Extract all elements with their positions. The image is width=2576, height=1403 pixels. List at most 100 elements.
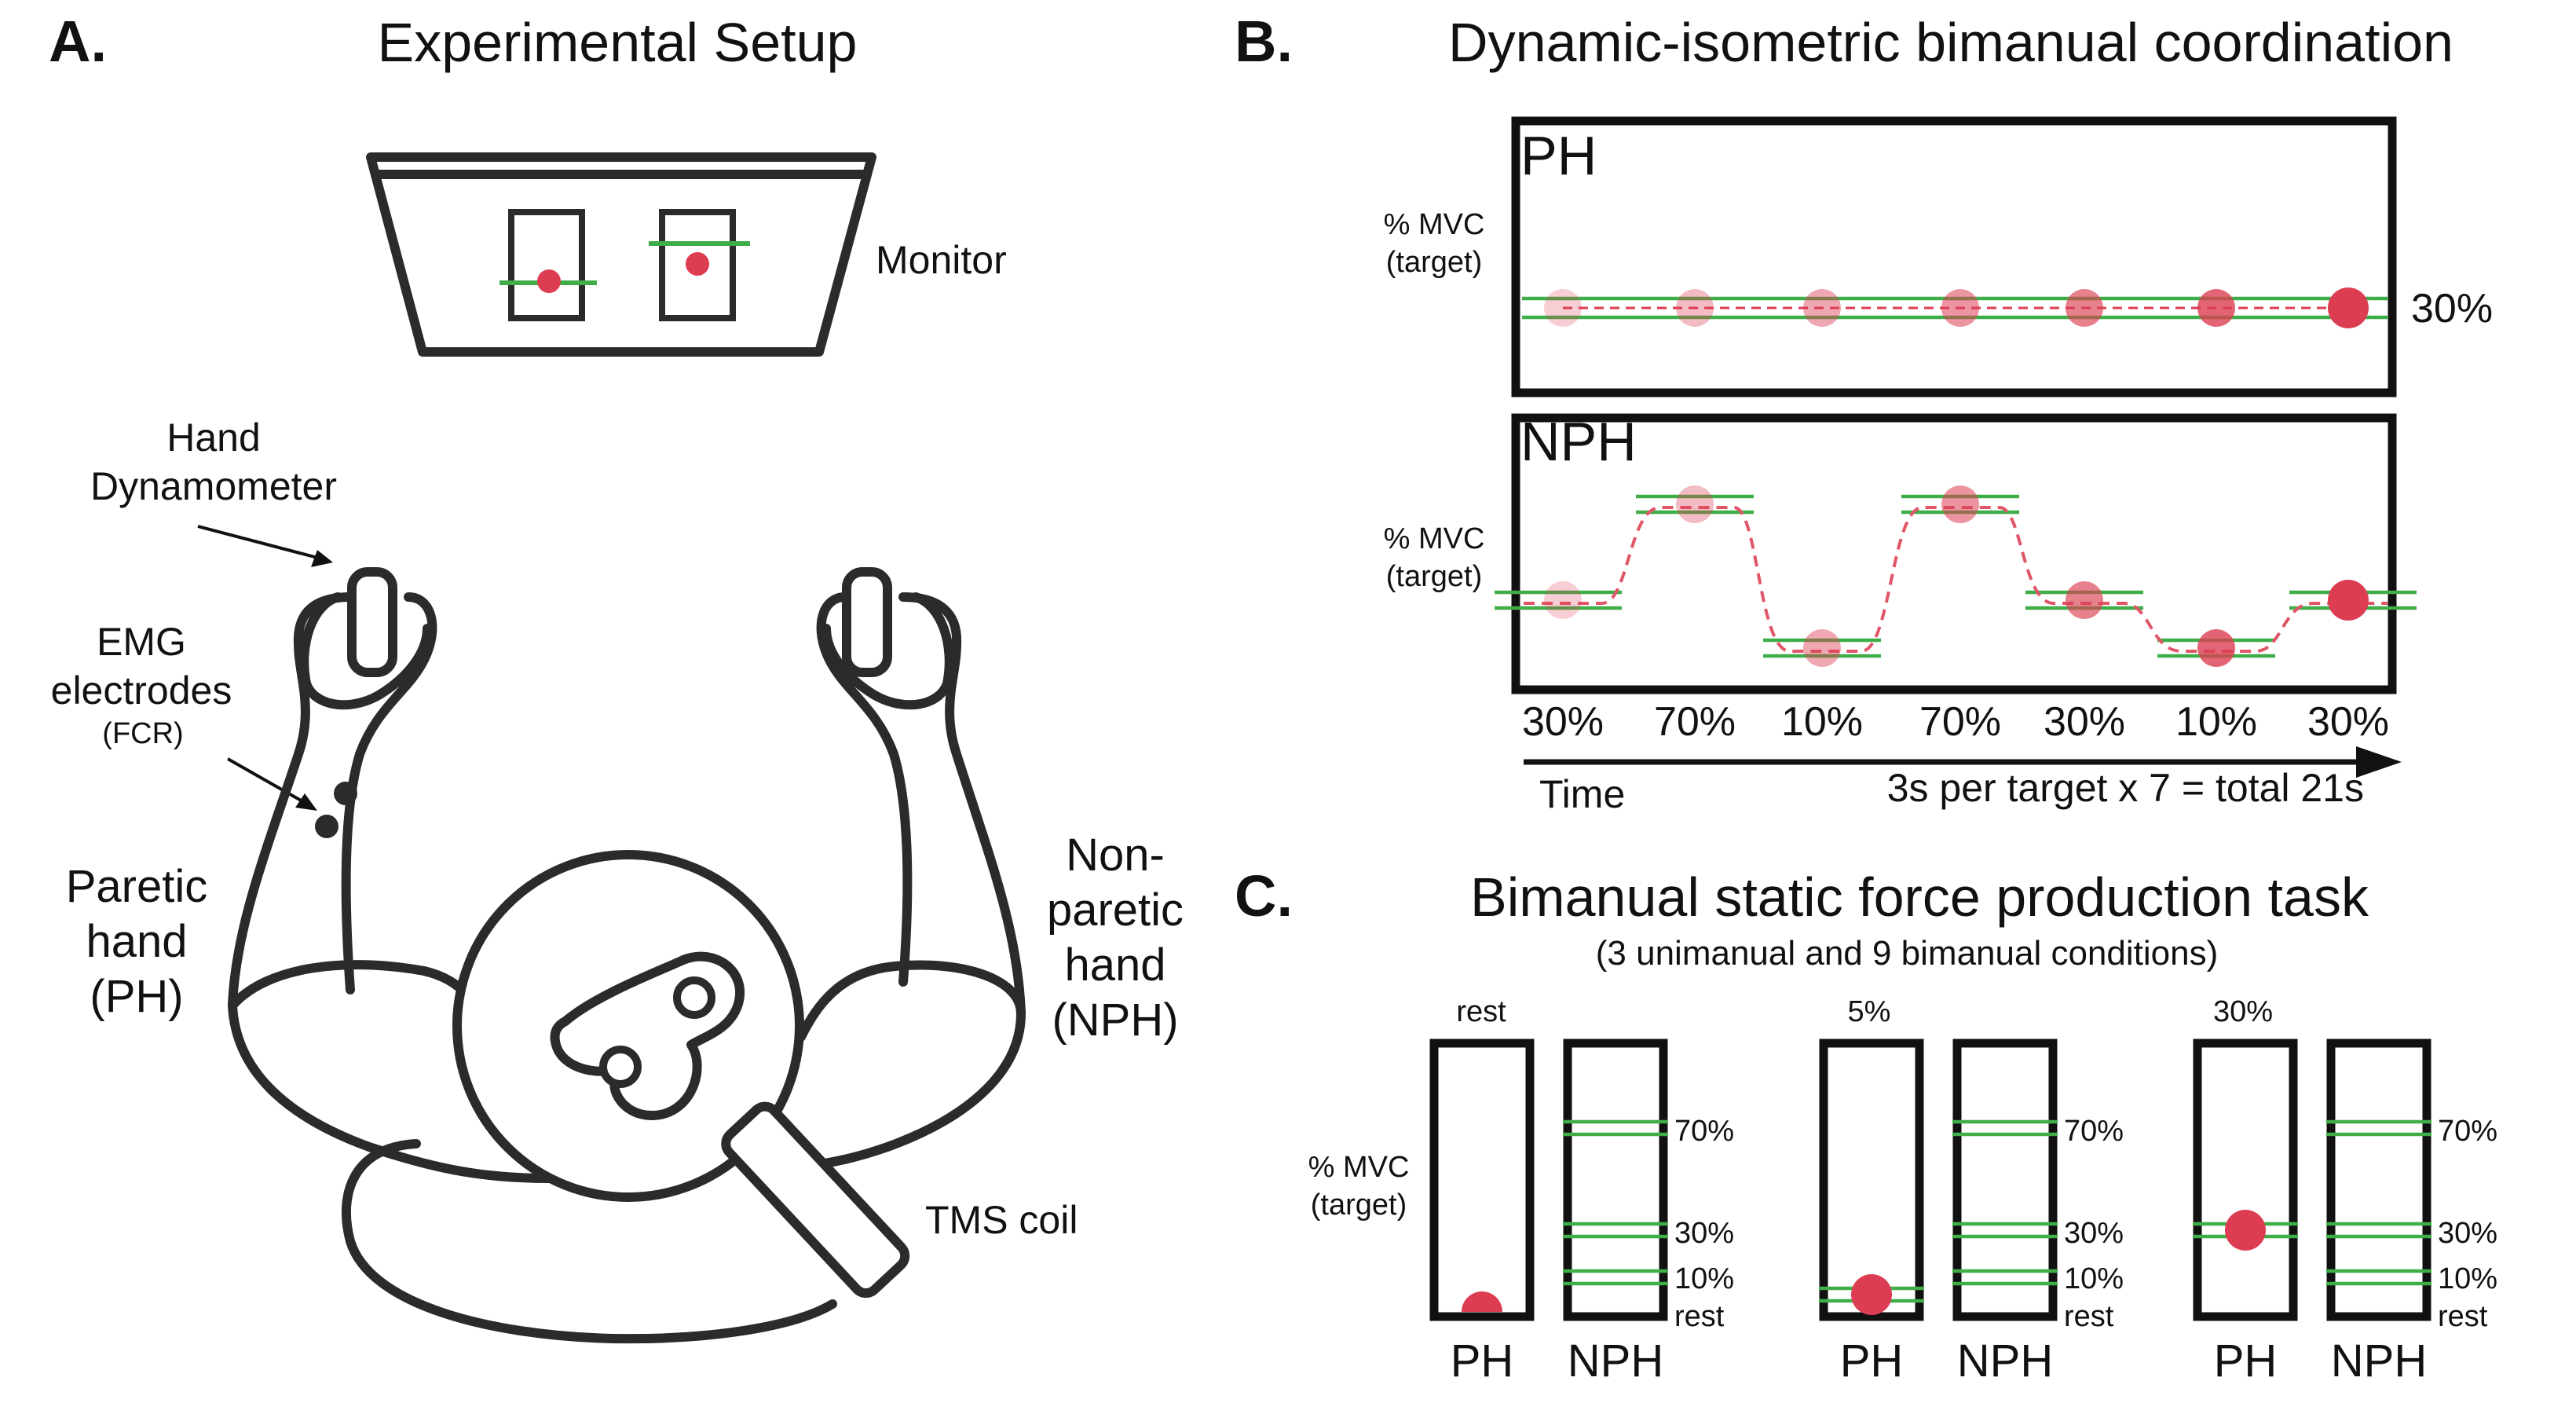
panel-a-letter: A. xyxy=(49,9,107,74)
monitor-nph-dot xyxy=(686,252,709,276)
nph-trace-ylabel-1: % MVC xyxy=(1384,522,1485,555)
panel-a-title: Experimental Setup xyxy=(378,12,858,73)
condition-1-nph-marks: 70% 30% 10% rest xyxy=(1563,1115,1734,1333)
condition-2-nph-marks: 70% 30% 10% rest xyxy=(1952,1115,2124,1333)
ph-trace-box xyxy=(1511,116,2397,397)
condition-1-ph-dot xyxy=(1462,1291,1502,1312)
ph-trace-marks xyxy=(1522,288,2388,328)
target-sequence-label-2: 70% xyxy=(1654,699,1736,745)
condition-3-nph-label: NPH xyxy=(2331,1335,2427,1387)
monitor-icon xyxy=(366,152,876,357)
panel-b-letter: B. xyxy=(1235,9,1293,74)
nph-trace-box xyxy=(1511,413,2397,694)
monitor-ph-bar xyxy=(508,209,585,321)
condition-2-nph-level-label-3: 10% xyxy=(2064,1262,2124,1295)
nph-label-line4: (NPH) xyxy=(1052,995,1178,1046)
panel-c: C. Bimanual static force production task… xyxy=(1235,863,2497,1387)
panel-c-ylabel-2: (target) xyxy=(1311,1189,1407,1222)
ph-label-line1: Paretic xyxy=(66,861,208,912)
condition-3-ph-label: PH xyxy=(2214,1335,2278,1387)
nph-trace-marks xyxy=(1495,485,2417,667)
condition-1-nph-level-label-4: rest xyxy=(1674,1300,1725,1333)
ph-target-dot-2 xyxy=(1676,289,1714,327)
nph-target-dot-4 xyxy=(1941,485,1979,523)
monitor-nph-bar xyxy=(659,209,736,321)
nph-dynamometer-icon xyxy=(842,567,892,677)
condition-1-ph-bar xyxy=(1429,1039,1535,1321)
monitor-ph-dot xyxy=(537,269,561,293)
condition-3-nph-marks: 70% 30% 10% rest xyxy=(2326,1115,2497,1333)
condition-2-ph-label: PH xyxy=(1840,1335,1904,1387)
person-top-view-icon xyxy=(228,567,1026,1344)
ph-target-dot-7 xyxy=(2328,288,2369,328)
target-sequence-label-1: 30% xyxy=(1522,699,1604,745)
nph-target-dot-3 xyxy=(1803,629,1841,667)
condition-3-ph-dot xyxy=(2225,1210,2266,1251)
condition-1-ph-level: rest xyxy=(1456,995,1506,1028)
ph-trace-ylabel-2: (target) xyxy=(1386,246,1482,279)
ph-label-line2: hand xyxy=(86,916,187,967)
panel-c-letter: C. xyxy=(1235,863,1293,929)
nph-target-dot-2 xyxy=(1676,485,1714,523)
ph-trace-box-label: PH xyxy=(1520,125,1597,186)
condition-1-nph-level-label-3: 10% xyxy=(1674,1262,1734,1295)
nph-trace-box-label: NPH xyxy=(1520,411,1637,472)
nph-target-dot-5 xyxy=(2066,581,2103,619)
condition-3-nph-bar xyxy=(2326,1039,2431,1321)
ph-target-dot-6 xyxy=(2197,289,2235,327)
ph-target-dot-4 xyxy=(1941,289,1979,327)
nph-target-dot-7 xyxy=(2328,580,2369,621)
condition-3-ph-marks xyxy=(2193,1210,2298,1251)
condition-3-nph-level-label-4: rest xyxy=(2438,1300,2488,1333)
dynamometer-arrow-icon xyxy=(197,525,333,567)
nph-target-dot-6 xyxy=(2197,629,2235,667)
emg-label-line2: electrodes xyxy=(51,669,232,712)
tms-coil-icon xyxy=(550,951,910,1299)
ph-dynamometer-icon xyxy=(347,567,397,677)
condition-1-nph-level-label-1: 70% xyxy=(1674,1115,1734,1148)
condition-3-nph-level-label-2: 30% xyxy=(2438,1217,2497,1250)
ph-trace-ylabel-1: % MVC xyxy=(1384,208,1485,241)
condition-2-nph-bar xyxy=(1952,1039,2058,1321)
condition-3-ph-level: 30% xyxy=(2213,995,2273,1028)
ph-target-dot-3 xyxy=(1803,289,1841,327)
ph-target-value-label: 30% xyxy=(2411,286,2493,332)
target-sequence-labels: 30%70%10%70%30%10%30% xyxy=(1522,699,2389,745)
condition-2-ph-level: 5% xyxy=(1848,995,1891,1028)
condition-1: rest 70% 30% 10% rest PH NPH xyxy=(1429,995,1734,1387)
condition-3-nph-level-label-1: 70% xyxy=(2438,1115,2497,1148)
nph-force-trace xyxy=(1524,506,2388,653)
target-sequence-label-6: 10% xyxy=(2175,699,2257,745)
panel-c-subtitle: (3 unimanual and 9 bimanual conditions) xyxy=(1596,934,2219,973)
condition-3: 30% 70% 30% 10% rest PH NPH xyxy=(2193,995,2497,1387)
condition-2-nph-level-label-1: 70% xyxy=(2064,1115,2124,1148)
panel-c-title: Bimanual static force production task xyxy=(1470,866,2369,928)
nph-label-line3: hand xyxy=(1064,940,1165,991)
panel-b-title: Dynamic-isometric bimanual coordination xyxy=(1448,12,2453,73)
condition-1-nph-level-label-2: 30% xyxy=(1674,1217,1734,1250)
condition-3-ph-bar xyxy=(2193,1039,2298,1321)
panel-c-ylabel-1: % MVC xyxy=(1308,1151,1410,1184)
condition-2-ph-bar xyxy=(1819,1039,1924,1321)
dynamometer-label-line1: Hand xyxy=(166,416,261,460)
nph-label-line2: paretic xyxy=(1047,885,1184,936)
target-sequence-label-4: 70% xyxy=(1919,699,2001,745)
time-axis-label: Time xyxy=(1539,772,1625,816)
emg-label-line3: (FCR) xyxy=(102,717,183,750)
nph-trace-ylabel-2: (target) xyxy=(1386,560,1482,593)
condition-1-nph-bar xyxy=(1563,1039,1668,1321)
tms-coil-label: TMS coil xyxy=(925,1198,1078,1242)
condition-1-nph-label: NPH xyxy=(1568,1335,1663,1387)
emg-label-line1: EMG xyxy=(97,620,186,664)
condition-2-nph-level-label-2: 30% xyxy=(2064,1217,2124,1250)
condition-1-ph-label: PH xyxy=(1451,1335,1514,1387)
nph-target-dot-1 xyxy=(1544,581,1582,619)
emg-electrode-1 xyxy=(334,782,357,805)
duration-label: 3s per target x 7 = total 21s xyxy=(1887,766,2364,810)
condition-2-nph-level-label-4: rest xyxy=(2064,1300,2114,1333)
condition-2-nph-label: NPH xyxy=(1957,1335,2053,1387)
target-sequence-label-5: 30% xyxy=(2044,699,2125,745)
emg-arrow-icon xyxy=(227,757,317,811)
condition-3-nph-level-label-3: 10% xyxy=(2438,1262,2497,1295)
